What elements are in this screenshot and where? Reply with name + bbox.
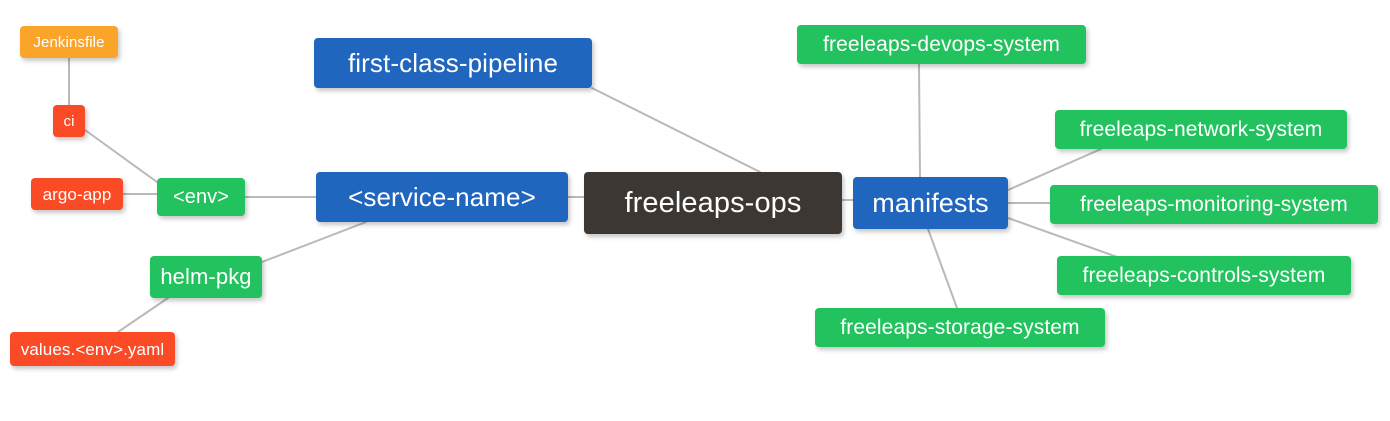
edge-manifests-to-freeleaps-controls-system <box>1007 217 1121 259</box>
node-manifests[interactable]: manifests <box>853 177 1008 229</box>
node-freeleaps-controls-system[interactable]: freeleaps-controls-system <box>1057 256 1351 295</box>
node-helm-pkg[interactable]: helm-pkg <box>150 256 262 298</box>
node-label-ci: ci <box>63 112 75 130</box>
node-first-class-pipeline[interactable]: first-class-pipeline <box>314 38 592 88</box>
node-label-freeleaps-devops-system: freeleaps-devops-system <box>823 33 1060 56</box>
edge-first-class-pipeline-to-freeleaps-ops <box>591 87 761 173</box>
node-freeleaps-ops[interactable]: freeleaps-ops <box>584 172 842 234</box>
edge-env-to-ci <box>84 129 158 183</box>
node-env[interactable]: <env> <box>157 178 245 216</box>
node-freeleaps-monitoring-system[interactable]: freeleaps-monitoring-system <box>1050 185 1378 224</box>
node-values-env-yaml[interactable]: values.<env>.yaml <box>10 332 175 366</box>
edge-manifests-to-freeleaps-network-system <box>1007 148 1102 191</box>
node-label-freeleaps-controls-system: freeleaps-controls-system <box>1082 264 1326 287</box>
node-ci[interactable]: ci <box>53 105 85 137</box>
edge-manifests-to-freeleaps-storage-system <box>927 228 958 309</box>
node-label-first-class-pipeline: first-class-pipeline <box>347 48 559 78</box>
edge-manifests-to-freeleaps-devops-system <box>918 63 921 178</box>
node-label-helm-pkg: helm-pkg <box>160 264 252 289</box>
node-label-argo-app: argo-app <box>42 184 112 204</box>
node-label-env: <env> <box>172 186 230 208</box>
node-label-freeleaps-network-system: freeleaps-network-system <box>1079 118 1323 141</box>
node-label-freeleaps-monitoring-system: freeleaps-monitoring-system <box>1080 193 1348 216</box>
node-jenkinsfile[interactable]: Jenkinsfile <box>20 26 118 58</box>
node-freeleaps-devops-system[interactable]: freeleaps-devops-system <box>797 25 1086 64</box>
node-label-values-env-yaml: values.<env>.yaml <box>20 339 165 359</box>
node-freeleaps-storage-system[interactable]: freeleaps-storage-system <box>815 308 1105 347</box>
node-label-service-name: <service-name> <box>348 182 536 212</box>
edge-helm-pkg-to-values-env-yaml <box>117 297 169 333</box>
node-label-manifests: manifests <box>872 187 989 218</box>
node-argo-app[interactable]: argo-app <box>31 178 123 210</box>
node-label-jenkinsfile: Jenkinsfile <box>33 33 105 51</box>
node-freeleaps-network-system[interactable]: freeleaps-network-system <box>1055 110 1347 149</box>
node-label-freeleaps-storage-system: freeleaps-storage-system <box>840 316 1080 339</box>
node-service-name[interactable]: <service-name> <box>316 172 568 222</box>
edge-service-name-to-helm-pkg <box>261 221 367 263</box>
node-label-freeleaps-ops: freeleaps-ops <box>624 186 802 219</box>
